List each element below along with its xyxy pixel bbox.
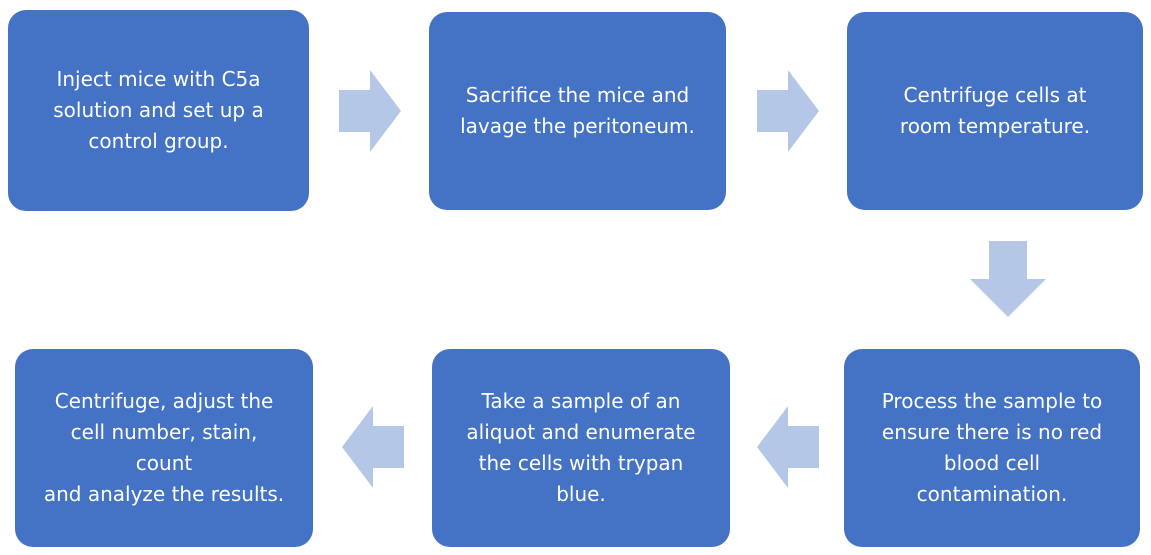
step-2-sacrifice-lavage: Sacrifice the mice and lavage the perito… [429, 12, 726, 210]
step-3-centrifuge-room-temp: Centrifuge cells at room temperature. [847, 12, 1143, 210]
step-3-text: Centrifuge cells at room temperature. [899, 83, 1091, 138]
step-1-text: Inject mice with C5a solution and set up… [53, 67, 264, 153]
step-4-process-sample: Process the sample to ensure there is no… [844, 349, 1140, 547]
arrow-right-icon [757, 70, 819, 152]
step-5-sample-aliquot: Take a sample of an aliquot and enumerat… [432, 349, 730, 547]
step-1-inject-mice: Inject mice with C5a solution and set up… [8, 10, 309, 211]
step-2-text: Sacrifice the mice and lavage the perito… [460, 83, 695, 138]
arrow-right-icon [339, 70, 401, 152]
arrow-left-icon [342, 406, 404, 488]
arrow-left-icon [757, 406, 819, 488]
step-5-text: Take a sample of an aliquot and enumerat… [466, 389, 696, 506]
arrow-down-icon [970, 241, 1046, 317]
step-6-centrifuge-analyze: Centrifuge, adjust the cell number, stai… [15, 349, 313, 547]
step-4-text: Process the sample to ensure there is no… [881, 389, 1103, 506]
step-6-text: Centrifuge, adjust the cell number, stai… [43, 389, 285, 506]
